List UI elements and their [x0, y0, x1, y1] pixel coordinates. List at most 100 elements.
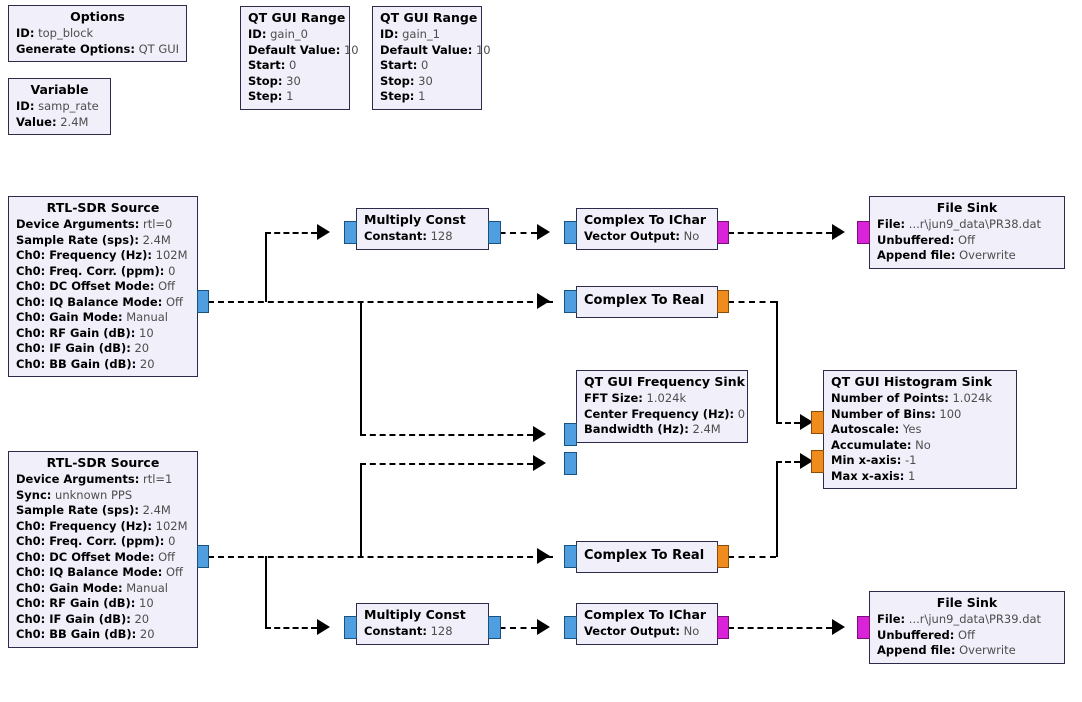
param-key: Append file:	[877, 643, 956, 657]
param-key: FFT Size:	[584, 391, 643, 405]
block-options[interactable]: Options ID: top_block Generate Options: …	[8, 5, 187, 62]
arrowhead-ichar1-in	[537, 619, 550, 635]
param-key: Constant:	[364, 624, 427, 638]
block-qt-gui-range-gain1[interactable]: QT GUI Range ID: gain_1 Default Value: 1…	[372, 6, 491, 110]
param-key: Ch0: BB Gain (dB):	[16, 356, 137, 371]
param-value: 2.4M	[142, 503, 171, 517]
block-complex-to-ichar-1[interactable]: Complex To IChar Vector Output: No	[576, 603, 718, 645]
param-key: ID:	[380, 27, 399, 41]
block-rtlsdr-source-0[interactable]: RTL-SDR Source Device Arguments: rtl=0 S…	[8, 196, 198, 377]
param-value: Yes	[902, 422, 922, 436]
block-multiply-const-0[interactable]: Multiply Const Constant: 128	[356, 208, 489, 250]
port-ichar0-out-byte[interactable]	[717, 221, 729, 244]
param-value: Overwrite	[959, 248, 1016, 262]
block-qt-gui-frequency-sink[interactable]: QT GUI Frequency Sink FFT Size: 1.024k C…	[576, 370, 748, 443]
block-title: Variable	[30, 82, 89, 97]
block-complex-to-real-0[interactable]: Complex To Real	[576, 286, 718, 318]
port-freqsink-in0-complex[interactable]	[564, 423, 577, 446]
port-ichar0-in-complex[interactable]	[564, 221, 577, 244]
block-title: RTL-SDR Source	[46, 455, 160, 470]
param-value: Overwrite	[959, 643, 1016, 657]
block-qt-gui-histogram-sink[interactable]: QT GUI Histogram Sink Number of Points: …	[823, 370, 1017, 489]
param-row: Bandwidth (Hz): 2.4M	[584, 422, 740, 438]
param-value: 1.024k	[646, 391, 687, 405]
param-row: Unbuffered: Off	[877, 628, 1057, 644]
param-key: Sample Rate (sps):	[16, 503, 139, 517]
param-value: Off	[958, 627, 976, 642]
block-qt-gui-range-gain0[interactable]: QT GUI Range ID: gain_0 Default Value: 1…	[240, 6, 359, 110]
arrowhead-multiply0-in	[317, 224, 330, 240]
wire-toreal0-to-hist-vert	[776, 301, 778, 422]
port-multiply0-out-complex[interactable]	[488, 221, 501, 244]
arrowhead-ichar0-in	[537, 224, 550, 240]
port-rtlsdr1-out-complex[interactable]	[197, 545, 209, 568]
param-value: 1	[908, 468, 916, 483]
param-key: Ch0: IQ Balance Mode:	[16, 565, 163, 579]
block-title: QT GUI Histogram Sink	[831, 374, 993, 389]
param-value: No	[683, 229, 700, 243]
wire-toreal1-to-hist-horz-b	[776, 461, 800, 463]
param-row: Ch0: IF Gain (dB): 20	[16, 341, 190, 357]
port-toreal1-out-float[interactable]	[717, 545, 729, 568]
block-multiply-const-1[interactable]: Multiply Const Constant: 128	[356, 603, 489, 645]
port-filesink0-in-byte[interactable]	[857, 221, 870, 244]
wire-toreal1-to-hist-horz-a	[728, 556, 776, 558]
param-key: Vector Output:	[584, 624, 680, 638]
param-value: 10	[139, 325, 154, 340]
block-file-sink-0[interactable]: File Sink File: ...r\jun9_data\PR38.dat …	[869, 196, 1065, 269]
param-value: 30	[286, 73, 301, 88]
param-key: Sample Rate (sps):	[16, 232, 139, 247]
param-value: 0	[168, 534, 176, 548]
param-value: rtl=0	[142, 217, 173, 231]
port-multiply1-in-complex[interactable]	[344, 616, 357, 639]
param-key: Device Arguments:	[16, 472, 140, 486]
param-key: ID:	[16, 99, 35, 113]
port-multiply1-out-complex[interactable]	[488, 616, 501, 639]
param-key: Number of Points:	[831, 391, 949, 405]
param-value: 20	[139, 356, 155, 371]
param-key: Sync:	[16, 487, 52, 502]
param-value: 30	[418, 73, 433, 88]
param-key: Start:	[248, 58, 286, 72]
port-hist-in1-float[interactable]	[811, 450, 824, 473]
port-ichar1-out-byte[interactable]	[717, 616, 729, 639]
param-row: Default Value: 10	[380, 42, 491, 59]
wire-multiply0-to-ichar0	[489, 232, 537, 234]
port-multiply0-in-complex[interactable]	[344, 221, 357, 244]
param-key: Default Value:	[380, 42, 473, 57]
block-variable[interactable]: Variable ID: samp_rate Value: 2.4M	[8, 78, 111, 135]
block-file-sink-1[interactable]: File Sink File: ...r\jun9_data\PR39.dat …	[869, 591, 1065, 664]
port-freqsink-in1-complex[interactable]	[564, 452, 577, 475]
block-complex-to-ichar-0[interactable]: Complex To IChar Vector Output: No	[576, 208, 718, 250]
param-row: Value: 2.4M	[16, 115, 103, 131]
param-key: Stop:	[248, 73, 283, 88]
param-key: Autoscale:	[831, 422, 900, 436]
param-value: 128	[430, 229, 453, 243]
param-value: 0	[288, 58, 297, 72]
param-value: 102M	[155, 248, 188, 262]
arrowhead-toreal0-in	[537, 293, 550, 309]
param-key: Constant:	[364, 229, 427, 243]
block-complex-to-real-1[interactable]: Complex To Real	[576, 541, 718, 573]
block-rtlsdr-source-1[interactable]: RTL-SDR Source Device Arguments: rtl=1 S…	[8, 451, 198, 648]
port-toreal0-in-complex[interactable]	[564, 290, 577, 313]
param-value: 0	[737, 406, 746, 421]
param-row: Device Arguments: rtl=0	[16, 217, 190, 233]
param-value: Manual	[126, 310, 168, 324]
port-rtlsdr0-out-complex[interactable]	[197, 290, 209, 313]
param-row: Ch0: Freq. Corr. (ppm): 0	[16, 264, 190, 280]
param-value: -1	[905, 453, 917, 467]
param-key: Bandwidth (Hz):	[584, 422, 689, 436]
param-key: Ch0: Frequency (Hz):	[16, 518, 152, 533]
port-toreal1-in-complex[interactable]	[564, 545, 577, 568]
param-row: Accumulate: No	[831, 438, 1009, 454]
wire-toreal1-to-hist-vert	[776, 461, 778, 557]
port-toreal0-out-float[interactable]	[717, 290, 729, 313]
param-key: Stop:	[380, 73, 415, 88]
param-value: QT GUI	[138, 41, 180, 56]
param-key: Unbuffered:	[877, 232, 955, 247]
port-hist-in0-float[interactable]	[811, 411, 824, 434]
port-ichar1-in-complex[interactable]	[564, 616, 577, 639]
port-filesink1-in-byte[interactable]	[857, 616, 870, 639]
